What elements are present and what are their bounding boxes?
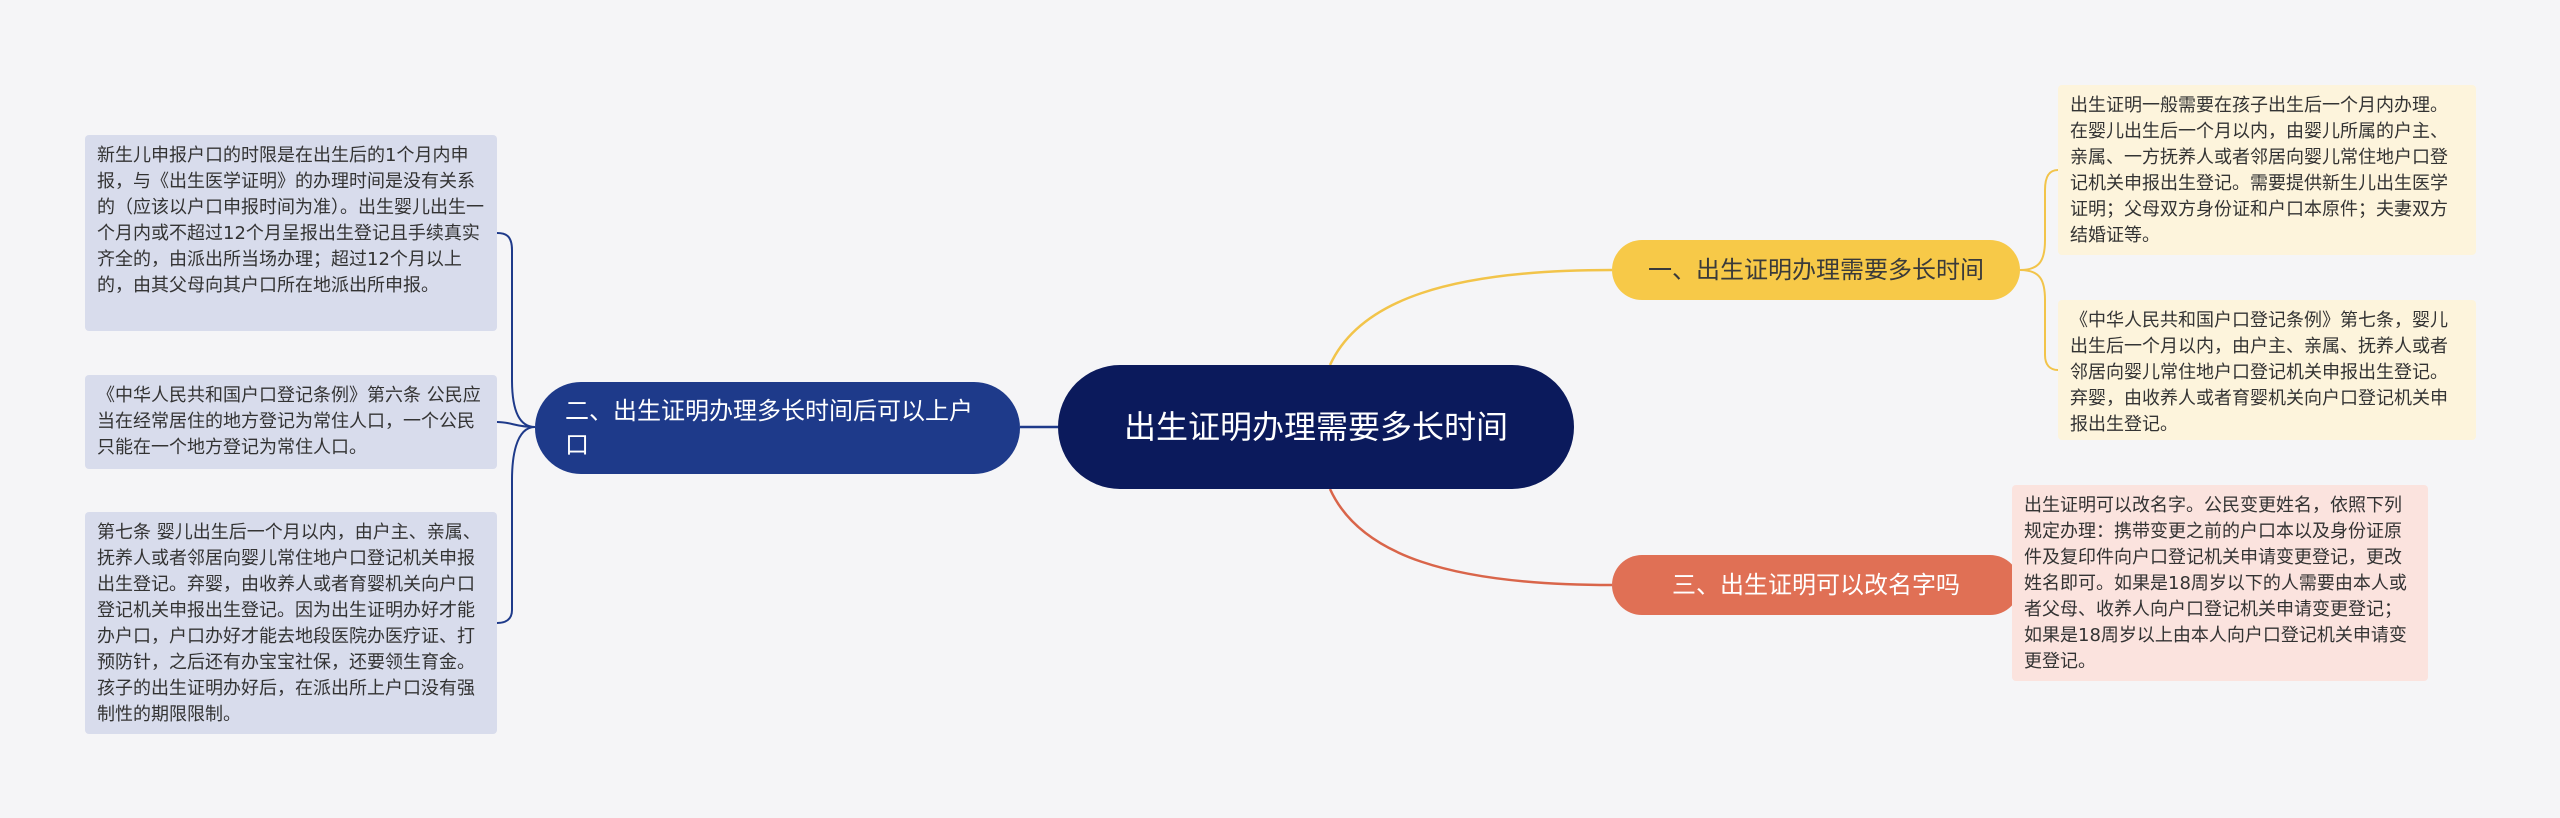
branch-label: 三、出生证明可以改名字吗 bbox=[1672, 571, 1960, 599]
leaf-node[interactable]: 第七条 婴儿出生后一个月以内，由户主、亲属、抚养人或者邻居向婴儿常住地户口登记机… bbox=[85, 512, 497, 734]
branch-node-3[interactable]: 三、出生证明可以改名字吗 bbox=[1612, 555, 2020, 615]
leaf-text: 出生证明可以改名字。公民变更姓名，依照下列规定办理：携带变更之前的户口本以及身份… bbox=[2024, 495, 2407, 672]
branch-node-1[interactable]: 一、出生证明办理需要多长时间 bbox=[1612, 240, 2020, 300]
bracket-branch2 bbox=[496, 232, 536, 428]
leaf-text: 出生证明一般需要在孩子出生后一个月内办理。在婴儿出生后一个月以内，由婴儿所属的户… bbox=[2070, 95, 2448, 246]
root-title: 出生证明办理需要多长时间 bbox=[1123, 408, 1508, 446]
connector-root-branch1 bbox=[1328, 268, 1613, 366]
bracket-branch1 bbox=[2019, 169, 2059, 271]
root-node[interactable]: 出生证明办理需要多长时间 bbox=[1058, 365, 1574, 489]
bracket-branch2-mid bbox=[496, 421, 536, 428]
bracket-branch2-lower bbox=[496, 426, 536, 624]
branch-node-2[interactable]: 二、出生证明办理多长时间后可以上户口 bbox=[535, 382, 1020, 474]
leaf-node[interactable]: 《中华人民共和国户口登记条例》第六条 公民应当在经常居住的地方登记为常住人口，一… bbox=[85, 375, 497, 469]
leaf-node[interactable]: 《中华人民共和国户口登记条例》第七条，婴儿出生后一个月以内，由户主、亲属、抚养人… bbox=[2058, 300, 2476, 440]
leaf-text: 新生儿申报户口的时限是在出生后的1个月内申报，与《出生医学证明》的办理时间是没有… bbox=[97, 145, 484, 296]
branch-label: 一、出生证明办理需要多长时间 bbox=[1648, 256, 1984, 284]
leaf-node[interactable]: 出生证明一般需要在孩子出生后一个月内办理。在婴儿出生后一个月以内，由婴儿所属的户… bbox=[2058, 85, 2476, 255]
leaf-node[interactable]: 新生儿申报户口的时限是在出生后的1个月内申报，与《出生医学证明》的办理时间是没有… bbox=[85, 135, 497, 331]
branch-label: 二、出生证明办理多长时间后可以上户口 bbox=[565, 397, 973, 459]
leaf-node[interactable]: 出生证明可以改名字。公民变更姓名，依照下列规定办理：携带变更之前的户口本以及身份… bbox=[2012, 485, 2428, 681]
connector-root-branch3 bbox=[1328, 488, 1613, 587]
leaf-text: 《中华人民共和国户口登记条例》第七条，婴儿出生后一个月以内，由户主、亲属、抚养人… bbox=[2070, 310, 2448, 435]
bracket-branch1-lower bbox=[2019, 269, 2059, 371]
leaf-text: 《中华人民共和国户口登记条例》第六条 公民应当在经常居住的地方登记为常住人口，一… bbox=[97, 385, 481, 458]
leaf-text: 第七条 婴儿出生后一个月以内，由户主、亲属、抚养人或者邻居向婴儿常住地户口登记机… bbox=[97, 522, 481, 725]
